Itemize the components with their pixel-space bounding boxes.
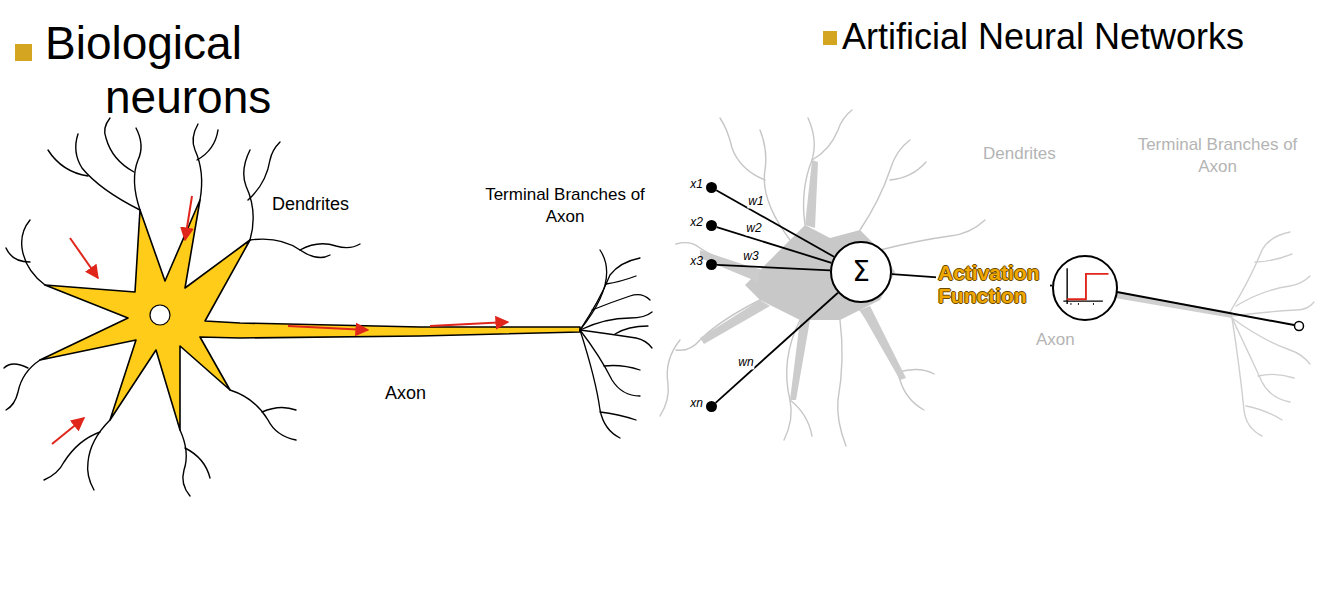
connector-line [717,227,832,263]
weight-label: w1 [747,195,764,208]
part-label: Dendrites [272,194,349,215]
step-function-graph [1054,257,1116,319]
summation-circle: Σ [830,241,892,303]
connector-line [716,293,838,403]
connector-line [716,190,834,257]
part-label: Axon [385,383,426,404]
part-label: Terminal Branches of Axon [485,184,645,228]
bullet-square [823,31,837,45]
node-text: x1 [690,177,703,191]
weight-label: w2 [745,222,762,235]
section-heading: Artificial Neural Networks [842,16,1244,58]
input-node: xn [706,401,717,412]
part-label-grey: Axon [1036,330,1075,350]
input-node: x1 [706,182,717,193]
section-heading: Biological neurons [45,16,345,125]
input-node: x2 [706,220,717,231]
part-label-grey: Terminal Branches of Axon [1130,134,1305,178]
part-label-grey: Dendrites [983,144,1056,164]
node-text: x3 [690,254,703,268]
node-text: Activation Function [936,261,1050,308]
bullet-square [15,44,32,61]
weight-label: w3 [742,250,759,263]
weight-label: wn [737,356,754,369]
input-node: x3 [706,259,717,270]
node-text: xn [690,396,703,410]
connector-line [717,265,830,271]
activation-circle: Activation Function [1052,255,1118,321]
node-text: x2 [690,215,703,229]
node-text: Σ [852,258,870,286]
